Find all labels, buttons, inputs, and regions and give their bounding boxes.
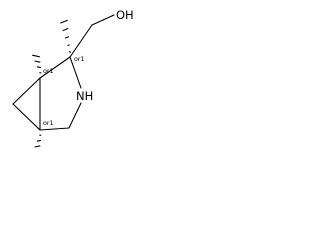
bond-c2-ch2 — [69, 24, 93, 58]
stereo-label-c2: or1 — [74, 55, 85, 63]
stereo-label-c5: or1 — [43, 119, 54, 127]
molecule-structure: OH NH or1 or1 or1 — [12, 8, 134, 148]
bond-c1-c2 — [39, 56, 71, 79]
hashed-wedge-c5 — [34, 134, 42, 148]
bond-c2-n3 — [69, 56, 82, 89]
hashed-wedge-c2 — [60, 19, 71, 54]
bond-c6-c1 — [12, 77, 41, 105]
amine-label: NH — [76, 89, 93, 103]
bond-n3-c4 — [68, 102, 82, 129]
hydroxyl-label: OH — [116, 8, 134, 22]
bond-ch2-o — [91, 14, 115, 26]
hashed-wedge-c1 — [32, 54, 42, 74]
bond-c4-c5 — [39, 127, 70, 131]
stereo-label-c1: or1 — [43, 67, 54, 75]
bond-c6-c5 — [12, 103, 41, 131]
